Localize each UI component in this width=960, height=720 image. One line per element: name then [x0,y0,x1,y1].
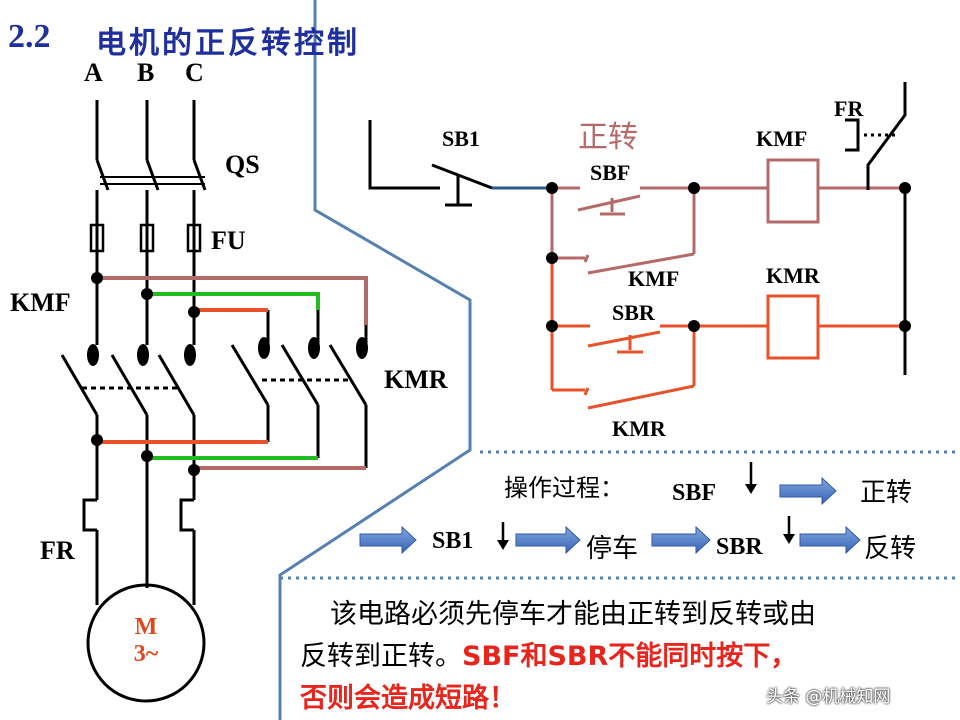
process-stop: 停车 [586,534,639,564]
kmf-contact-arcs [87,337,368,366]
reversing-wires [97,276,368,470]
arrow-right-icon [779,476,837,506]
power-junctions [91,272,200,476]
kmr-coil [766,294,820,360]
divider-lines [278,0,955,720]
qs-blade-a [95,159,110,191]
arrow-right-icon [651,525,711,555]
process-sb1: SB1 [432,528,474,554]
section-number: 2.2 [8,18,51,55]
kmf-coil [766,158,820,224]
phase-label-b: B [137,58,155,87]
note-line-1: 该电路必须先停车才能由正转到反转或由 [330,599,816,630]
kmr-power-label: KMR [384,365,448,394]
arrow-right-icon [799,525,861,555]
kmr-contact-label: KMR [612,416,666,441]
power-circuit [60,100,368,703]
motor-symbol: M [134,614,158,640]
phase-label-c: C [185,58,204,87]
phase-label-a: A [84,58,103,87]
sb1-label: SB1 [442,126,480,151]
note-line-3-warning: 否则会造成短路！ [300,683,516,714]
watermark: 头条 @机械知网 [766,687,891,707]
fu-label: FU [211,226,246,255]
arrow-right-icon [515,525,581,555]
process-forward: 正转 [860,478,913,508]
page-title: 电机的正反转控制 [96,26,360,61]
fr-heater-a [82,498,97,532]
note-line-2-plain: 反转到正转。 [300,641,462,672]
note-line-2: 反转到正转。SBF和SBR不能同时按下， [300,634,797,673]
fr-power-label: FR [40,536,75,565]
qs-label: QS [225,150,260,179]
qs-blade-b [145,159,160,191]
control-junctions [546,182,911,332]
fr-contact-label: FR [834,96,864,121]
kmr-coil-label: KMR [766,263,820,288]
control-circuit [368,82,907,410]
arrow-right-icon [359,525,417,555]
kmf-contact-label: KMF [628,266,680,291]
process-heading: 操作过程： [504,474,624,502]
motor-label: M 3~ [120,614,172,668]
kmf-power-label: KMF [10,288,71,317]
process-arrows [359,462,861,555]
motor-phase: 3~ [133,641,159,667]
sbr-label: SBR [612,300,655,325]
process-sbf: SBF [672,480,717,506]
process-reverse: 反转 [864,534,917,564]
sbf-label: SBF [590,160,631,185]
forward-label: 正转 [578,120,638,155]
kmf-coil-label: KMF [756,126,808,151]
motor-circle [86,583,206,703]
fr-heater-c [179,498,194,532]
qs-blade-c [192,159,207,191]
process-sbr: SBR [716,534,763,560]
note-line-2-warning: SBF和SBR不能同时按下， [462,641,798,672]
